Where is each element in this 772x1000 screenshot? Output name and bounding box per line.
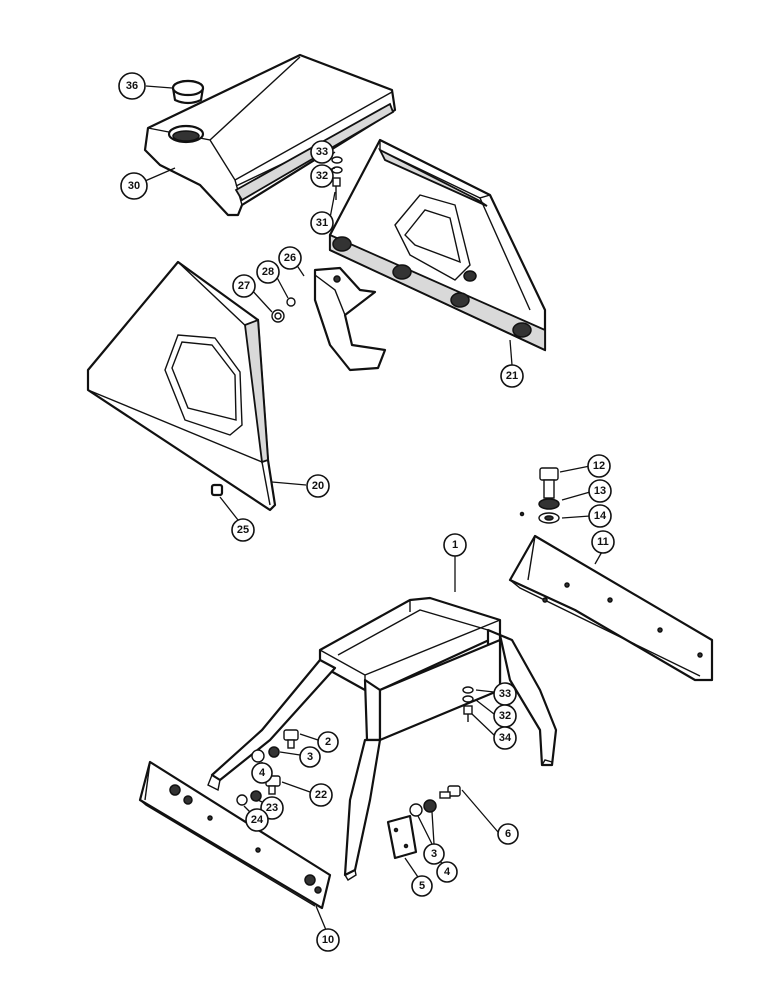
svg-text:2: 2: [325, 736, 331, 748]
callout-32-lower: 32: [493, 704, 517, 728]
callout-2: 2: [317, 731, 339, 753]
callout-36: 36: [118, 72, 146, 100]
hardware-12-14: [519, 467, 560, 524]
svg-text:33: 33: [499, 688, 511, 700]
svg-text:20: 20: [312, 480, 324, 492]
hardware-upper: [331, 156, 343, 200]
svg-text:36: 36: [126, 80, 138, 92]
side-panel: [86, 260, 277, 512]
svg-text:27: 27: [238, 280, 250, 292]
svg-text:5: 5: [419, 880, 425, 892]
svg-text:23: 23: [266, 802, 278, 814]
svg-text:14: 14: [594, 510, 607, 522]
svg-text:22: 22: [315, 789, 327, 801]
svg-text:4: 4: [259, 767, 266, 779]
svg-text:6: 6: [505, 828, 511, 840]
plate: [386, 814, 418, 860]
callout-3-upper: 3: [299, 746, 321, 768]
callout-11: 11: [591, 530, 615, 554]
callout-4-lower: 4: [436, 861, 458, 883]
callout-12: 12: [587, 454, 611, 478]
callout-25: 25: [231, 518, 255, 542]
hardware-22-24: [236, 775, 281, 806]
svg-text:28: 28: [262, 266, 274, 278]
svg-text:31: 31: [316, 217, 328, 229]
callout-14: 14: [588, 504, 612, 528]
svg-text:11: 11: [597, 536, 609, 548]
plug-small: [210, 483, 224, 497]
plug: [171, 79, 205, 105]
callout-10: 10: [316, 928, 340, 952]
callout-31: 31: [310, 211, 334, 235]
callout-28: 28: [256, 260, 280, 284]
leader-lines: [144, 85, 604, 931]
svg-text:4: 4: [444, 866, 451, 878]
callout-5: 5: [411, 875, 433, 897]
svg-text:26: 26: [284, 252, 296, 264]
callout-27: 27: [232, 274, 256, 298]
callout-4-upper: 4: [251, 762, 273, 784]
svg-text:1: 1: [452, 539, 458, 551]
hardware-6-3-4: [409, 785, 461, 817]
svg-text:24: 24: [251, 814, 264, 826]
callout-30: 30: [120, 172, 148, 200]
svg-text:34: 34: [499, 732, 512, 744]
rear-panel: [328, 138, 547, 352]
svg-text:3: 3: [431, 848, 437, 860]
svg-text:12: 12: [593, 460, 605, 472]
callout-34: 34: [493, 726, 517, 750]
frame: [207, 596, 558, 881]
callout-22: 22: [309, 783, 333, 807]
svg-text:32: 32: [316, 170, 328, 182]
svg-text:3: 3: [307, 751, 313, 763]
callout-3-lower: 3: [423, 843, 445, 865]
svg-text:13: 13: [594, 485, 606, 497]
svg-text:21: 21: [506, 370, 518, 382]
svg-text:25: 25: [237, 524, 249, 536]
hardware-2-4: [251, 729, 299, 763]
callout-1: 1: [443, 533, 467, 557]
callout-20: 20: [306, 474, 330, 498]
callout-24: 24: [245, 808, 269, 832]
svg-text:33: 33: [316, 146, 328, 158]
hardware-lower: [462, 686, 474, 722]
svg-text:32: 32: [499, 710, 511, 722]
callout-21: 21: [500, 364, 524, 388]
callouts: 36 30 33 32 31 26 28 27 21 20 25 12 13 1…: [118, 72, 615, 952]
callout-33-upper: 33: [310, 140, 334, 164]
right-bracket: [508, 534, 714, 682]
screw-27: [271, 309, 285, 323]
svg-text:30: 30: [128, 180, 140, 192]
front-bracket: [138, 760, 332, 910]
washer-28: [286, 297, 296, 307]
callout-26: 26: [278, 246, 302, 270]
center-bracket: [313, 266, 387, 372]
callout-33-lower: 33: [493, 682, 517, 706]
callout-6: 6: [497, 823, 519, 845]
callout-13: 13: [588, 479, 612, 503]
callout-32-upper: 32: [310, 164, 334, 188]
svg-text:10: 10: [322, 934, 334, 946]
